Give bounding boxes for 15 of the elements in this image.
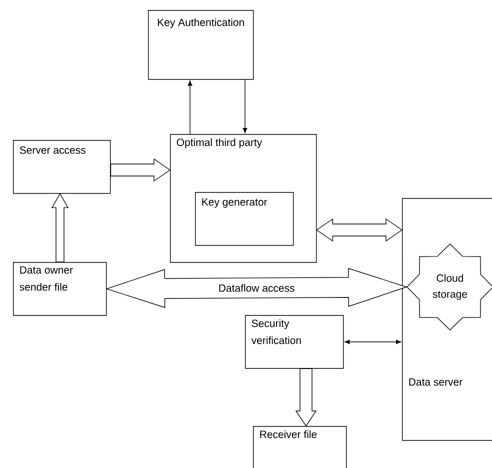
storage-star: Cloud storage <box>406 244 492 330</box>
process-box: Receiver file <box>253 426 347 468</box>
arrow <box>344 340 402 344</box>
process-box: Key Authentication <box>148 10 254 80</box>
arrow <box>242 79 248 134</box>
block-arrow <box>316 218 403 242</box>
process-box: Key generator <box>195 192 294 246</box>
process-box: Data owner sender file <box>13 262 107 316</box>
process-box: Security verification <box>245 315 344 369</box>
edge-label: Dataflow access <box>217 283 296 293</box>
process-box: Server access <box>13 140 111 194</box>
block-arrow <box>51 193 69 262</box>
block-arrow <box>110 158 171 182</box>
block-arrow <box>295 368 317 427</box>
arrow <box>188 80 192 134</box>
